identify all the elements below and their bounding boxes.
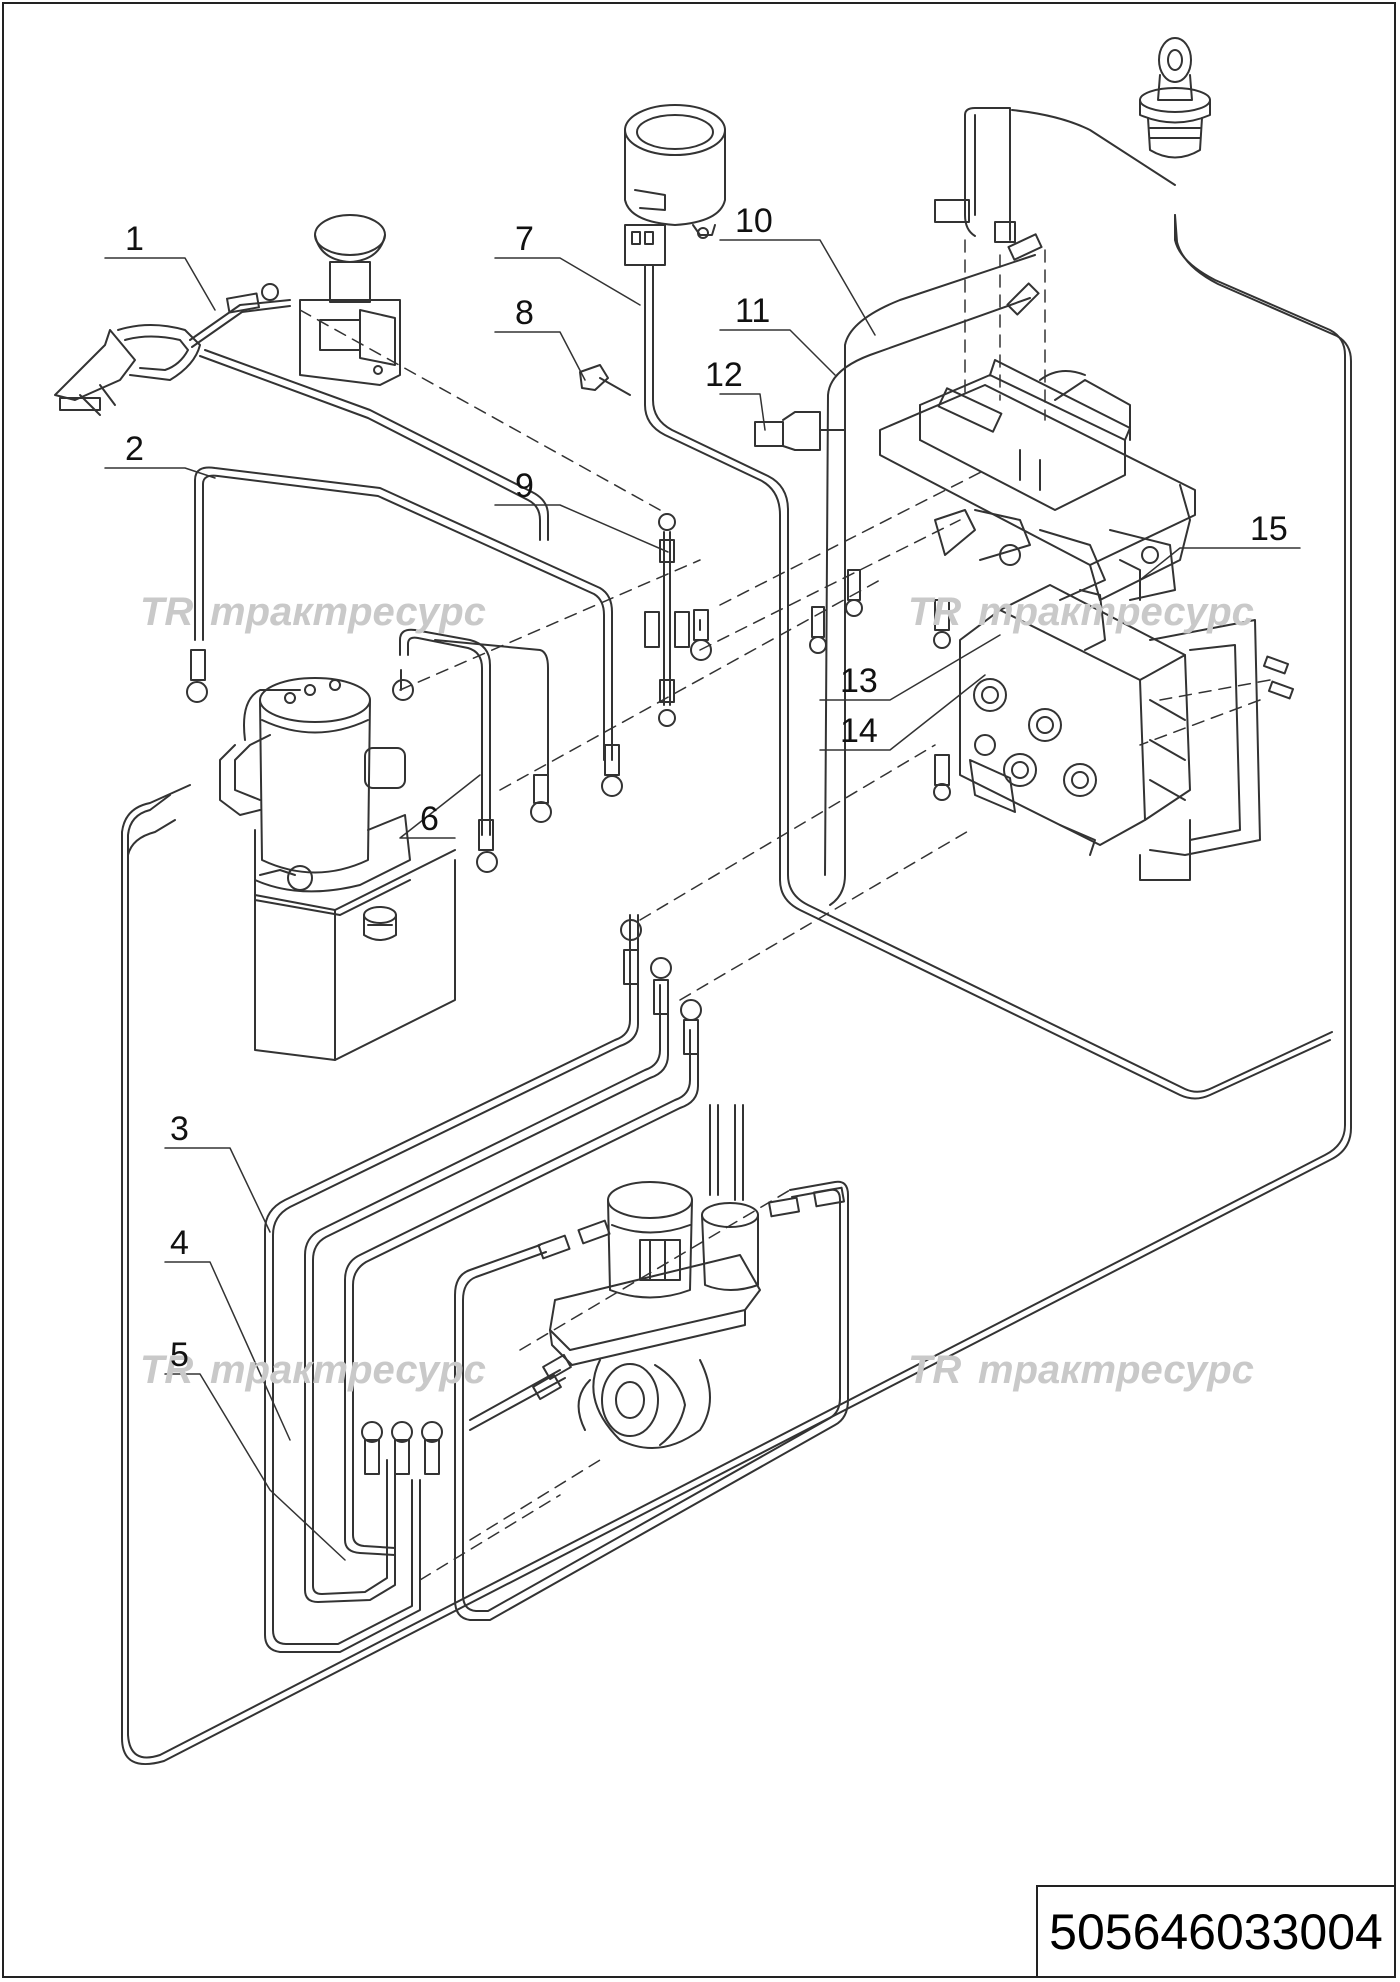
callout-13: 13 <box>840 662 878 700</box>
callout-1: 1 <box>125 220 144 258</box>
part-number: 505646033004 <box>1049 1903 1383 1960</box>
callout-5: 5 <box>170 1336 189 1374</box>
hour-meter <box>624 104 726 266</box>
connector-8 <box>579 364 631 396</box>
svg-text:TR: TR <box>140 1348 193 1392</box>
cables-2-6 <box>186 466 712 873</box>
battery-connector <box>54 324 201 416</box>
watermark-1: трактресурс <box>210 590 486 634</box>
callout-4: 4 <box>170 1224 189 1262</box>
cable-9 <box>658 513 676 727</box>
watermark-logo: TR трактресурс <box>140 590 486 634</box>
callout-6: 6 <box>420 800 439 838</box>
watermark-2: трактресурс <box>978 590 1254 634</box>
svg-text:TR: TR <box>908 1348 961 1392</box>
callout-9: 9 <box>515 467 534 505</box>
main-harness <box>121 214 1352 1766</box>
harness-7 <box>644 264 1333 1100</box>
part-number-box: 505646033004 <box>1036 1885 1394 1976</box>
callout-3: 3 <box>170 1110 189 1148</box>
leader-lines <box>104 239 1301 1561</box>
callout-7: 7 <box>515 220 534 258</box>
drive-motor <box>549 1181 761 1449</box>
motor-harness <box>454 1104 849 1621</box>
watermark-4: трактресурс <box>978 1348 1254 1392</box>
alignment-lines <box>299 239 1271 1581</box>
controller-upper <box>879 359 1196 651</box>
callout-14: 14 <box>840 712 878 750</box>
svg-text:TR: TR <box>908 590 961 634</box>
cable-1 <box>189 283 549 541</box>
watermark-logo: TR трактресурс <box>140 1348 486 1392</box>
right-connectors <box>532 199 1295 1401</box>
svg-text:TR: TR <box>140 590 193 634</box>
watermarks: TR трактресурс TR трактресурс TR трактре… <box>140 590 1254 1392</box>
callout-15: 15 <box>1250 510 1288 548</box>
key-switch <box>1139 37 1211 159</box>
callout-11: 11 <box>735 292 770 330</box>
connector-12 <box>754 411 846 451</box>
callout-10: 10 <box>735 202 773 240</box>
watermark-logo: TR трактресурс <box>908 1348 1254 1392</box>
watermark-logo: TR трактресурс <box>908 590 1254 634</box>
harness-10-11 <box>824 107 1176 906</box>
callout-8: 8 <box>515 294 534 332</box>
watermark-3: трактресурс <box>210 1348 486 1392</box>
controller-lower <box>959 584 1261 881</box>
emergency-stop <box>299 214 401 386</box>
pump-motor <box>219 677 456 1061</box>
callout-12: 12 <box>705 356 743 394</box>
callout-labels: 1 2 3 4 5 6 7 8 9 10 11 12 13 14 15 <box>125 202 1288 1374</box>
cables-3-4-5 <box>264 914 702 1653</box>
callout-2: 2 <box>125 430 144 468</box>
